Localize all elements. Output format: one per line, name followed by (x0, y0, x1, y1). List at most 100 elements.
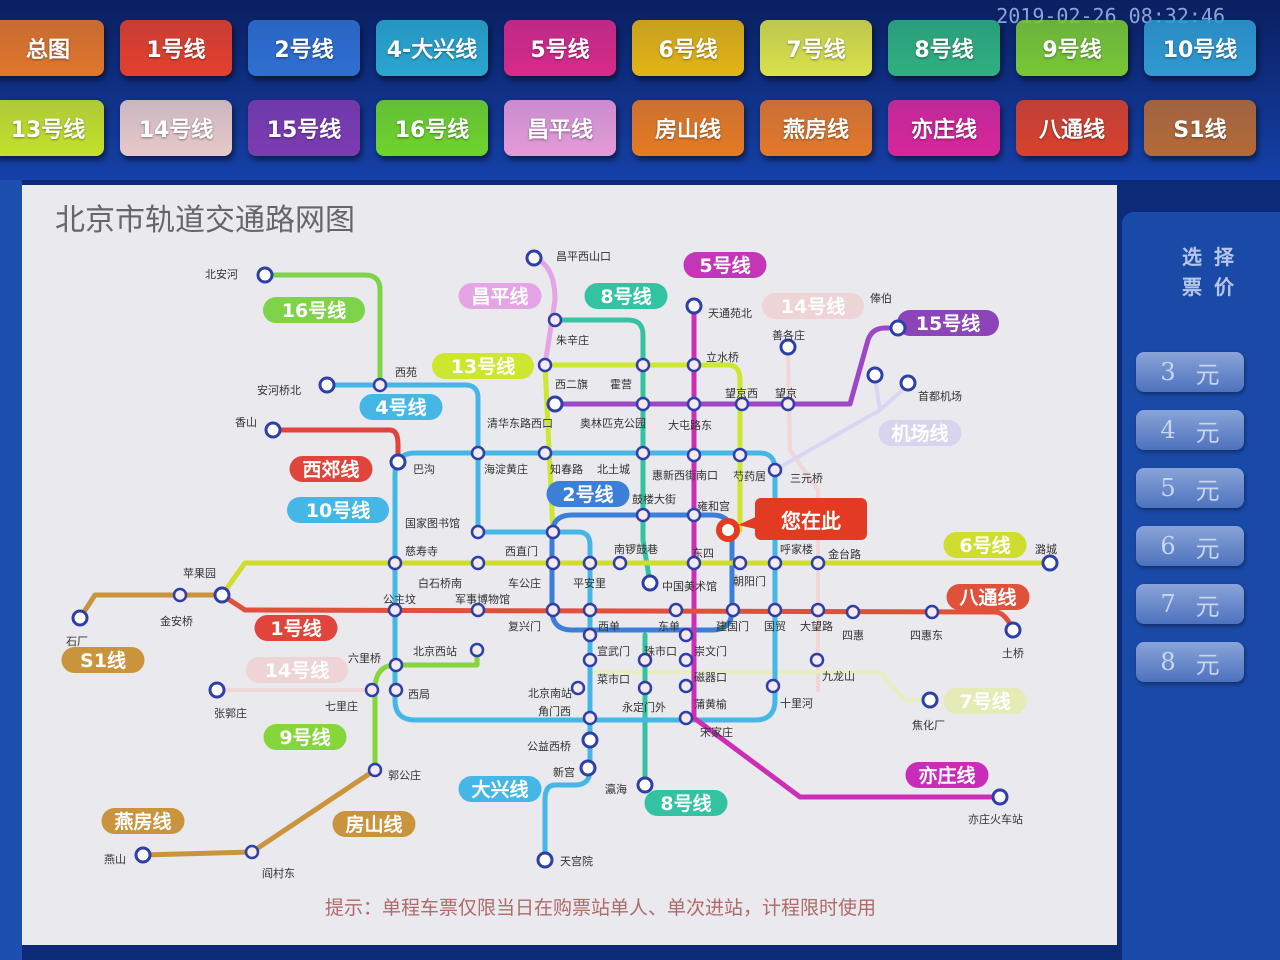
station-marker[interactable] (637, 680, 653, 696)
station-marker[interactable] (581, 731, 599, 749)
line-button[interactable]: 6号线 (632, 20, 744, 76)
station-marker[interactable] (767, 462, 783, 478)
station-marker[interactable] (686, 555, 702, 571)
station-marker[interactable] (678, 710, 694, 726)
line-button[interactable]: 八通线 (1016, 100, 1128, 156)
station-marker[interactable] (686, 357, 702, 373)
station-marker[interactable] (264, 421, 282, 439)
line-button[interactable]: 燕房线 (760, 100, 872, 156)
station-marker[interactable] (387, 555, 403, 571)
station-marker[interactable] (810, 555, 826, 571)
station-marker[interactable] (582, 555, 598, 571)
line-button[interactable]: S1线 (1144, 100, 1256, 156)
line-button[interactable]: 总图 (0, 20, 104, 76)
station-marker[interactable] (364, 682, 380, 698)
station-marker[interactable] (582, 652, 598, 668)
station-marker[interactable] (469, 642, 485, 658)
station-marker[interactable] (1004, 621, 1022, 639)
station-marker[interactable] (134, 846, 152, 864)
station-marker[interactable] (668, 602, 684, 618)
station-marker[interactable] (686, 507, 702, 523)
line-button[interactable]: 16号线 (376, 100, 488, 156)
station-marker[interactable] (991, 788, 1009, 806)
line-button[interactable]: 2号线 (248, 20, 360, 76)
line-button[interactable]: 13号线 (0, 100, 104, 156)
line-button[interactable]: 10号线 (1144, 20, 1256, 76)
station-marker[interactable] (579, 759, 597, 777)
station-marker[interactable] (318, 376, 336, 394)
station-marker[interactable] (636, 776, 654, 794)
station-marker[interactable] (635, 396, 651, 412)
station-marker[interactable] (637, 652, 653, 668)
station-marker[interactable] (582, 602, 598, 618)
station-marker[interactable] (734, 396, 750, 412)
station-marker[interactable] (213, 586, 231, 604)
station-marker[interactable] (1041, 554, 1059, 572)
station-marker[interactable] (612, 555, 628, 571)
station-marker[interactable] (582, 710, 598, 726)
station-marker[interactable] (367, 762, 383, 778)
line-button[interactable]: 昌平线 (504, 100, 616, 156)
line-button[interactable]: 1号线 (120, 20, 232, 76)
station-marker[interactable] (547, 312, 563, 328)
station-marker[interactable] (732, 447, 748, 463)
station-marker[interactable] (537, 445, 553, 461)
line-button[interactable]: 房山线 (632, 100, 744, 156)
line-button[interactable]: 7号线 (760, 20, 872, 76)
line-button[interactable]: 14号线 (120, 100, 232, 156)
station-marker[interactable] (635, 445, 651, 461)
station-marker[interactable] (372, 377, 388, 393)
station-marker[interactable] (899, 374, 917, 392)
line-button[interactable]: 9号线 (1016, 20, 1128, 76)
station-marker[interactable] (765, 678, 781, 694)
station-marker[interactable] (725, 602, 741, 618)
station-marker[interactable] (545, 555, 561, 571)
station-marker[interactable] (470, 445, 486, 461)
station-marker[interactable] (470, 524, 486, 540)
station-marker[interactable] (582, 627, 598, 643)
station-marker[interactable] (921, 691, 939, 709)
station-marker[interactable] (779, 338, 797, 356)
station-marker[interactable] (256, 266, 274, 284)
station-marker[interactable] (387, 602, 403, 618)
station-marker[interactable] (536, 851, 554, 869)
station-marker[interactable] (71, 609, 89, 627)
station-marker[interactable] (635, 357, 651, 373)
station-marker[interactable] (866, 366, 884, 384)
station-marker[interactable] (767, 602, 783, 618)
station-marker[interactable] (388, 682, 404, 698)
station-marker[interactable] (809, 652, 825, 668)
station-marker[interactable] (767, 555, 783, 571)
station-marker[interactable] (732, 555, 748, 571)
station-marker[interactable] (388, 657, 404, 673)
station-marker[interactable] (470, 602, 486, 618)
station-marker[interactable] (924, 604, 940, 620)
station-marker[interactable] (686, 447, 702, 463)
station-marker[interactable] (525, 249, 543, 267)
station-marker[interactable] (780, 396, 796, 412)
station-marker[interactable] (810, 602, 826, 618)
station-marker[interactable] (678, 627, 694, 643)
line-button[interactable]: 8号线 (888, 20, 1000, 76)
line-button[interactable]: 5号线 (504, 20, 616, 76)
station-marker[interactable] (389, 453, 407, 471)
station-marker[interactable] (172, 587, 188, 603)
station-marker[interactable] (244, 844, 260, 860)
station-marker[interactable] (537, 357, 553, 373)
station-marker[interactable] (678, 652, 694, 668)
station-marker[interactable] (635, 507, 651, 523)
station-marker[interactable] (208, 681, 226, 699)
station-marker[interactable] (889, 319, 907, 337)
station-marker[interactable] (570, 680, 586, 696)
line-button[interactable]: 4-大兴线 (376, 20, 488, 76)
station-marker[interactable] (546, 395, 564, 413)
station-marker[interactable] (545, 524, 561, 540)
station-marker[interactable] (678, 678, 694, 694)
station-marker[interactable] (641, 574, 659, 592)
station-marker[interactable] (470, 555, 486, 571)
